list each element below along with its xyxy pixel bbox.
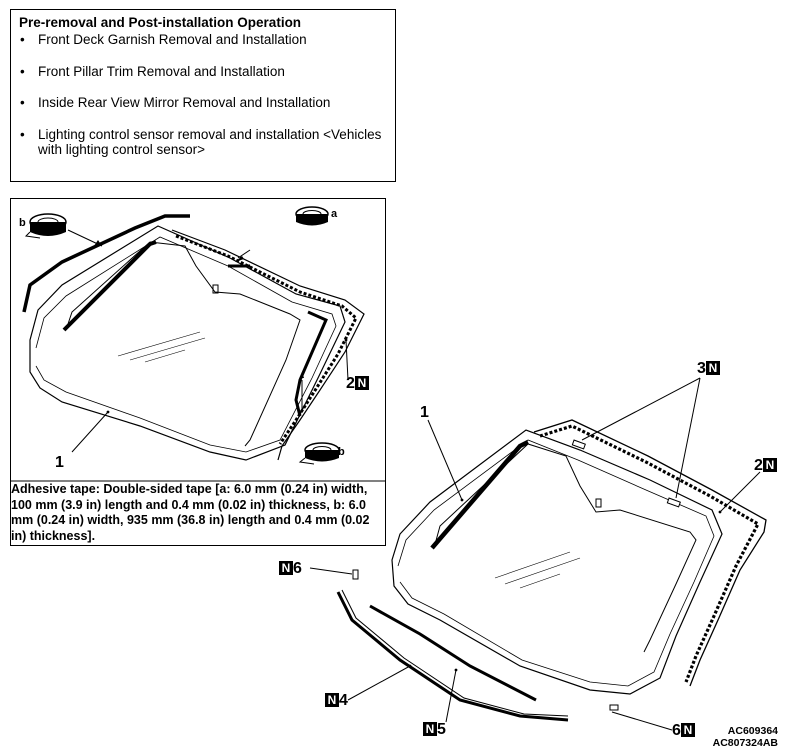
leader-3	[675, 377, 701, 499]
tape-roll-icon	[24, 213, 67, 239]
detail-tape-b	[294, 310, 328, 417]
detail-part-1-label: 1	[55, 454, 64, 471]
leader-6	[309, 567, 353, 575]
n-badge-icon: N	[680, 723, 695, 737]
operation-item: •Front Deck Garnish Removal and Installa…	[20, 32, 307, 47]
operation-item: •Lighting control sensor removal and ins…	[20, 126, 382, 158]
detail-mirror-mount	[212, 284, 219, 294]
main-ceramic-band	[430, 439, 530, 550]
main-fastener-6	[609, 704, 619, 711]
detail-reflection-line	[129, 337, 206, 361]
bullet-icon: •	[20, 63, 25, 79]
detail-reflection-line	[144, 349, 186, 363]
tape-roll-icon	[298, 442, 340, 465]
main-inner-edge	[433, 443, 697, 653]
detail-arrow	[300, 372, 304, 378]
detail-arrow	[235, 256, 244, 262]
bullet-icon: •	[20, 126, 25, 142]
n-badge-icon: N	[279, 561, 293, 575]
main-body-seal-inner	[539, 424, 761, 683]
n-badge-icon: N	[325, 693, 339, 707]
n-badge-icon: N	[354, 376, 369, 390]
detail-glass-outline	[29, 225, 346, 461]
label-tape-b-top: b	[19, 217, 26, 229]
n-badge-icon: N	[705, 361, 720, 375]
part-1-label: 1	[420, 404, 429, 421]
leader-1	[427, 419, 463, 501]
main-molding-4	[336, 591, 569, 722]
detail-reflection-line	[117, 331, 201, 357]
leader-4	[347, 665, 411, 701]
main-clip-3	[571, 439, 586, 450]
detail-body-frame	[171, 229, 365, 461]
figure-code-1: AC609364	[727, 725, 778, 737]
main-body-seal	[533, 419, 767, 687]
operations-list: •Front Deck Garnish Removal and Installa…	[19, 32, 387, 158]
main-mirror-mount	[595, 498, 602, 508]
detail-leader-1	[71, 411, 109, 453]
leader-5	[445, 669, 457, 723]
detail-body-frame-inner	[175, 234, 358, 445]
adhesive-tape-caption: Adhesive tape: Double-sided tape [a: 6.0…	[11, 482, 370, 543]
leader-6	[611, 711, 673, 731]
operations-title: Pre-removal and Post-installation Operat…	[19, 15, 302, 30]
main-reflection-line	[504, 557, 581, 585]
bullet-icon: •	[20, 32, 25, 47]
leader-3	[581, 377, 701, 441]
tape-roll-icon	[295, 206, 329, 226]
operations-box: Pre-removal and Post-installation Operat…	[10, 9, 396, 182]
main-reflection-line	[494, 551, 571, 579]
detail-glass-inner-line	[35, 236, 337, 453]
main-glass-outline	[391, 429, 723, 695]
operation-item: •Front Pillar Trim Removal and Installat…	[20, 63, 285, 79]
main-reflection-line	[519, 573, 561, 589]
bullet-icon: •	[20, 95, 25, 110]
label-tape-b-bottom: b	[338, 446, 345, 458]
figure-code-2: AC807324AB	[712, 737, 778, 749]
n-badge-icon: N	[762, 458, 777, 472]
main-clip-3	[666, 497, 681, 508]
detail-inner-edge	[65, 241, 301, 447]
main-molding-4-edge	[341, 589, 569, 717]
leader-2	[719, 471, 761, 513]
detail-arrow	[94, 240, 102, 246]
main-molding-5	[369, 604, 537, 702]
operation-item: •Inside Rear View Mirror Removal and Ins…	[20, 95, 331, 110]
detail-leader-2	[345, 339, 349, 381]
n-badge-icon: N	[423, 722, 437, 736]
label-tape-a: a	[331, 208, 338, 220]
detail-tape-a-leader	[237, 249, 251, 259]
main-glass-inner-line	[397, 439, 715, 687]
main-fastener-6	[352, 569, 359, 580]
